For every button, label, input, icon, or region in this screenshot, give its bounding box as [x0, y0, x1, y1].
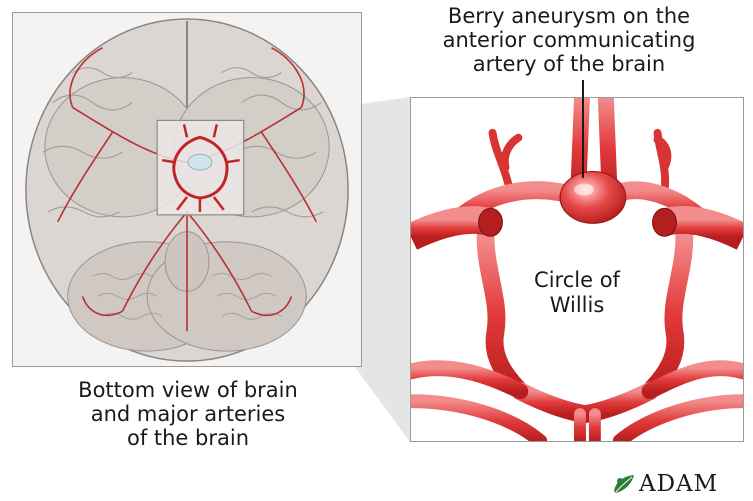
aneurysm-caption: Berry aneurysm on the anterior communica… — [385, 4, 753, 76]
circle-of-willis-label: Circle of Willis — [487, 268, 667, 318]
adam-logo: ADAM — [612, 470, 718, 498]
brain-bottom-view-panel — [12, 12, 362, 367]
adam-logo-text: ADAM — [639, 471, 718, 497]
berry-aneurysm — [560, 172, 626, 224]
adam-leaf-icon — [612, 473, 636, 495]
internal-carotid-left — [411, 208, 502, 237]
internal-carotid-right — [653, 208, 743, 237]
brain-view-caption: Bottom view of brain and major arteries … — [18, 378, 358, 450]
brain-illustration — [13, 13, 361, 366]
circle-of-willis-inset — [157, 120, 244, 214]
